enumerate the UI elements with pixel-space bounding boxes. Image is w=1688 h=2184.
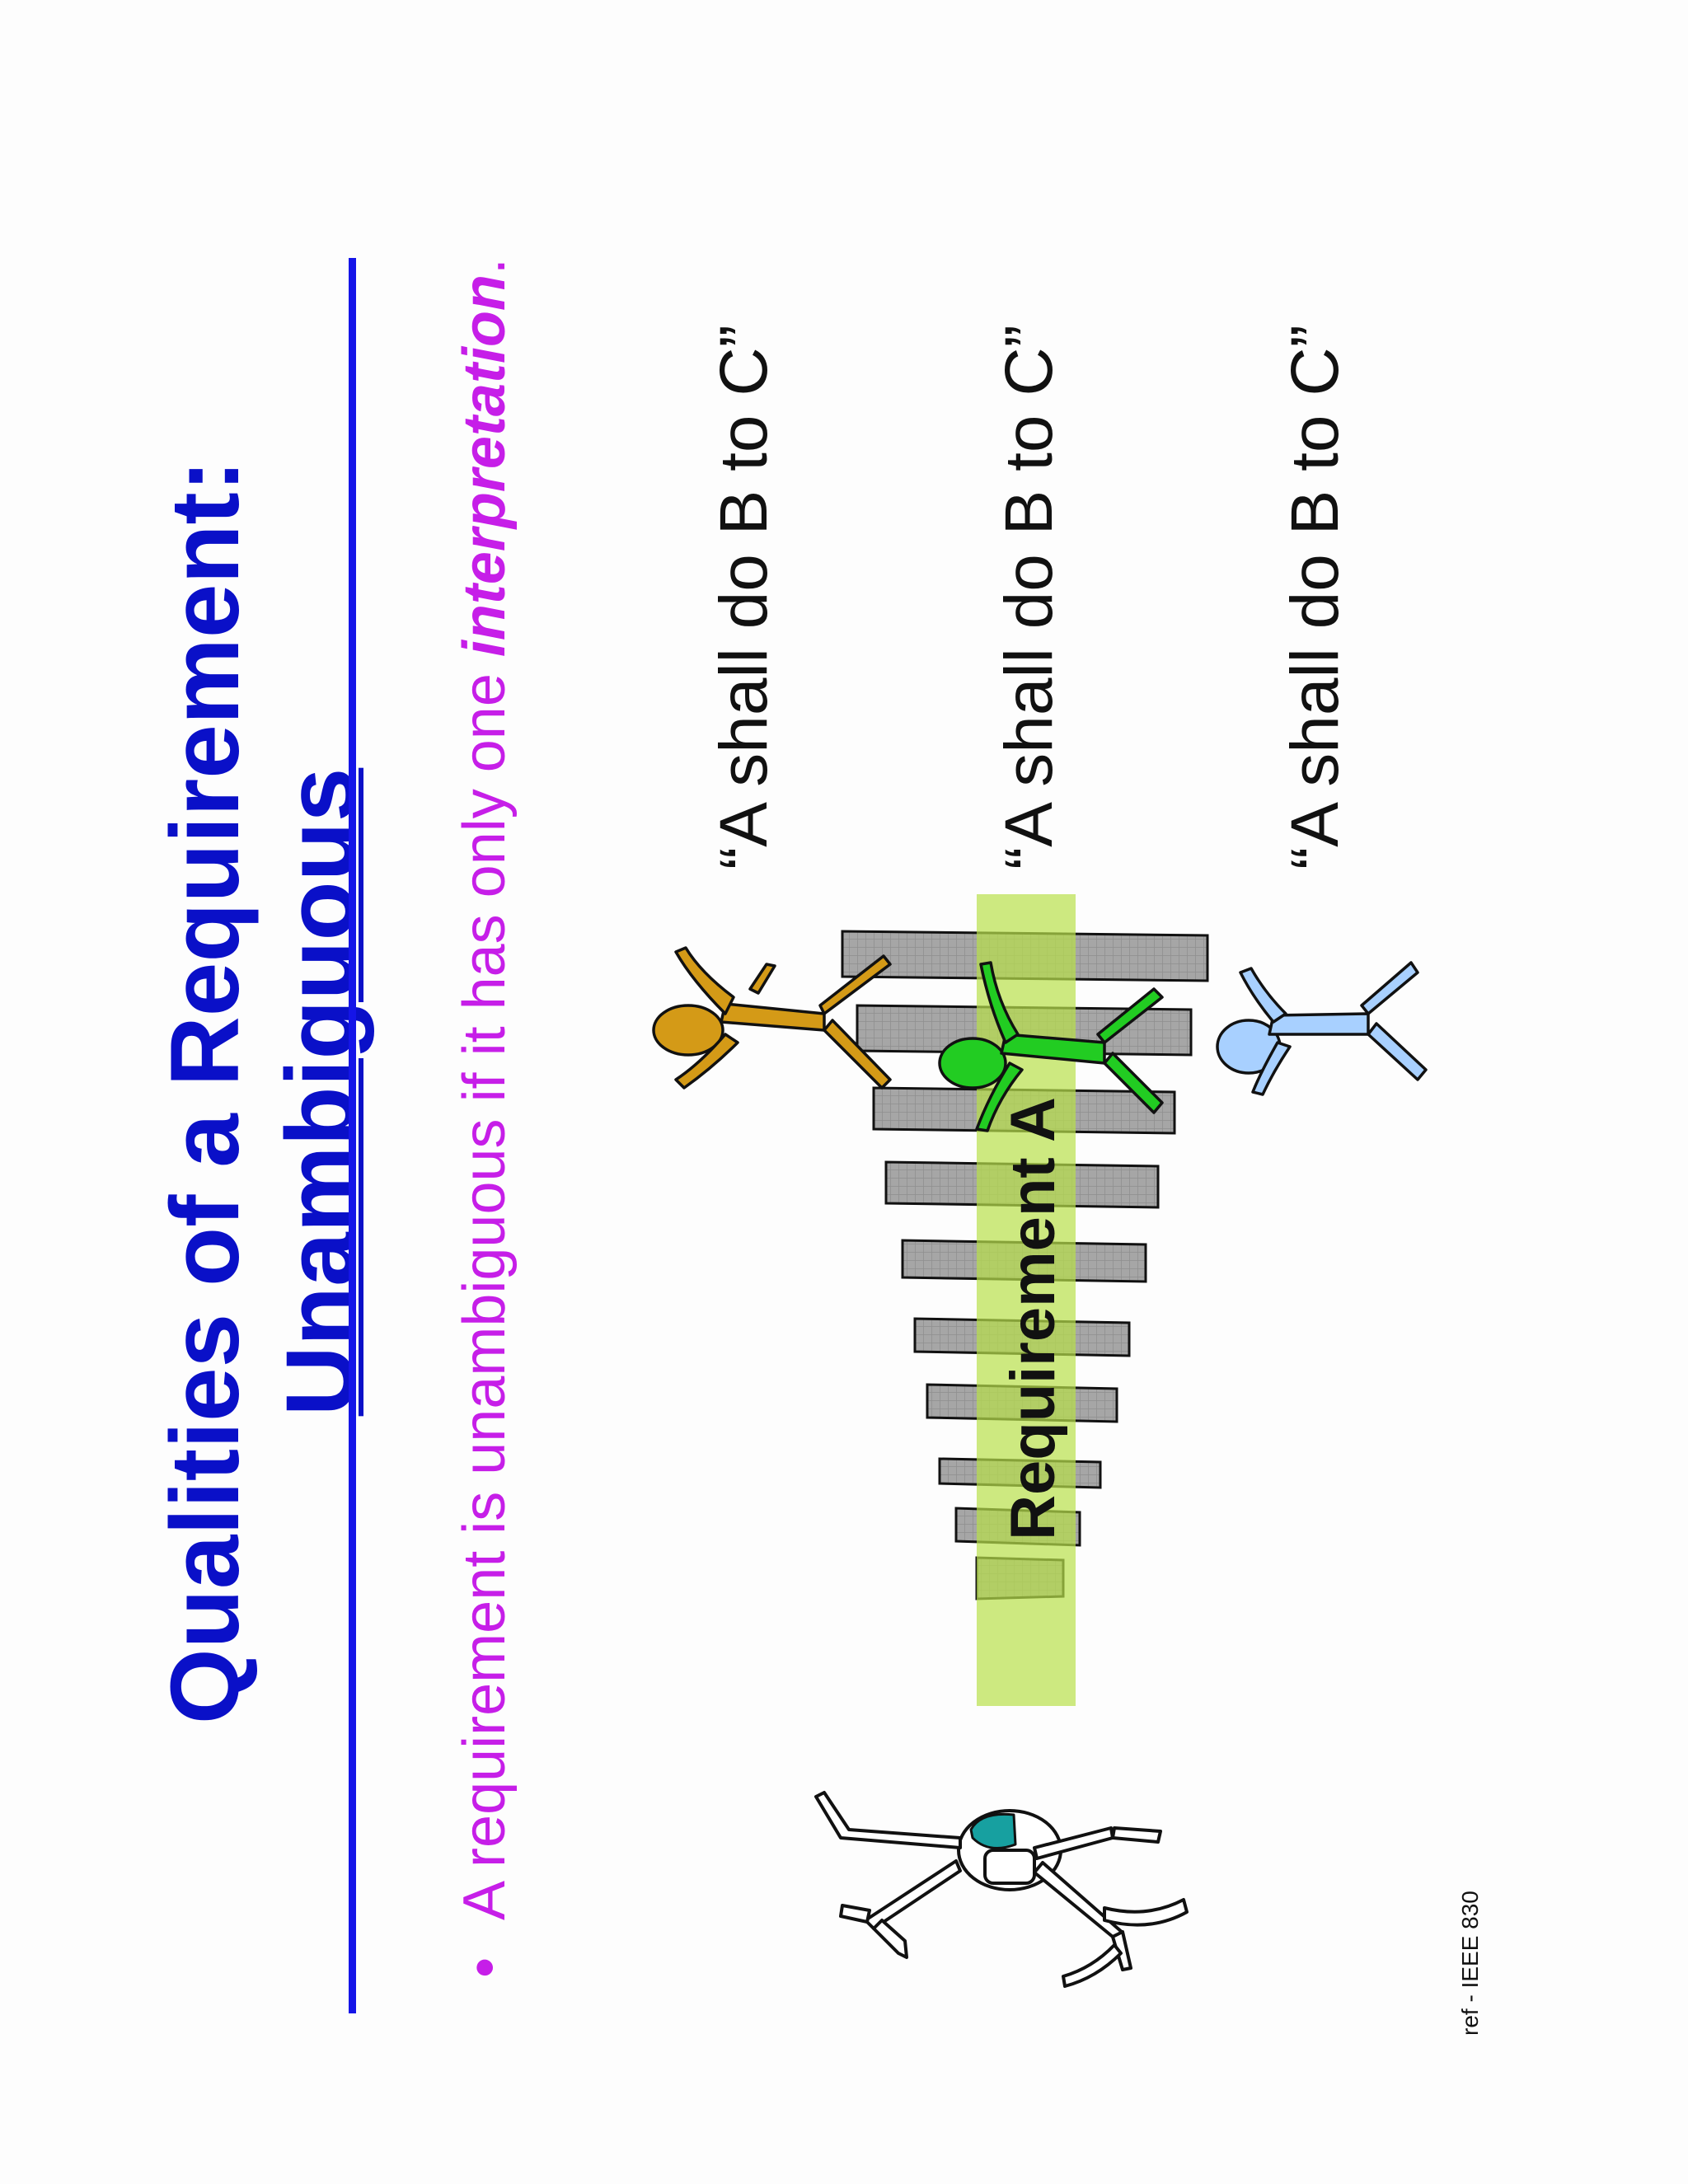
reference-note: ref - IEEE 830: [1457, 1891, 1483, 2036]
listener-figure-icon: [1216, 961, 1428, 1096]
interpretation-text: “A shall do B to C”: [706, 325, 781, 869]
listener-figure-icon: [652, 946, 892, 1090]
listener-figure-icon: [938, 961, 1164, 1132]
interpretation-text: “A shall do B to C”: [992, 325, 1067, 869]
speaker-figure-icon: [814, 1791, 1189, 1988]
requirement-label: Requirement A: [998, 1097, 1068, 1540]
interpretation-text: “A shall do B to C”: [1278, 325, 1353, 869]
